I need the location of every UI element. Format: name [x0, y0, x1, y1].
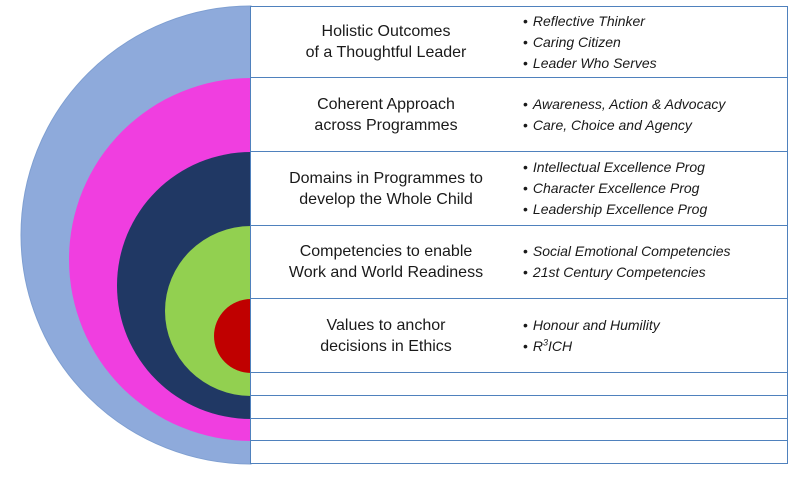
bullet-icon: •	[523, 243, 528, 259]
title-line: develop the Whole Child	[299, 190, 473, 208]
bullet-text: Reflective Thinker	[532, 12, 645, 29]
bullet-list: •Honour and Humility •R3ICH	[523, 299, 783, 372]
empty-row	[250, 419, 788, 441]
title-line: Domains in Programmes to	[289, 169, 483, 187]
row-coherent-approach: Coherent Approach across Programmes •Awa…	[250, 78, 788, 152]
row-holistic-outcomes: Holistic Outcomes of a Thoughtful Leader…	[250, 6, 788, 78]
bullet-item: •R3ICH	[523, 336, 783, 357]
bullet-item: •Character Excellence Prog	[523, 178, 783, 199]
bullet-item: •Intellectual Excellence Prog	[523, 157, 783, 178]
bullet-icon: •	[523, 159, 528, 175]
row-competencies: Competencies to enable Work and World Re…	[250, 226, 788, 299]
title-line: Holistic Outcomes	[321, 23, 451, 40]
bullet-text: ICH	[548, 337, 573, 354]
bullet-text: R	[532, 337, 544, 354]
bullet-icon: •	[523, 337, 528, 354]
bullet-item: •Caring Citizen	[523, 32, 783, 53]
bullet-icon: •	[523, 201, 528, 217]
superscript: 3	[543, 336, 549, 347]
bullet-item: •Leader Who Serves	[523, 53, 783, 74]
bullet-text: Leadership Excellence Prog	[532, 201, 708, 217]
bullet-item: •Honour and Humility	[523, 315, 783, 336]
bullet-icon: •	[523, 316, 528, 333]
bullet-list: •Intellectual Excellence Prog •Character…	[523, 152, 783, 225]
title-line: Coherent Approach	[317, 95, 455, 113]
bullet-text: Social Emotional Competencies	[532, 243, 731, 259]
bullet-item: •Care, Choice and Agency	[523, 115, 783, 136]
bullet-text: Honour and Humility	[532, 316, 660, 333]
bullet-text: Leader Who Serves	[532, 54, 657, 71]
title-line: Work and World Readiness	[288, 264, 484, 281]
bullet-text: Intellectual Excellence Prog	[532, 159, 705, 175]
empty-row	[250, 441, 788, 464]
bullet-item: •Reflective Thinker	[523, 11, 783, 32]
empty-row	[250, 396, 788, 419]
bullet-icon: •	[523, 116, 528, 133]
title-line: Competencies to enable	[299, 243, 473, 260]
layer-title: Coherent Approach across Programmes	[261, 78, 511, 151]
bullet-icon: •	[523, 180, 528, 196]
bullet-icon: •	[523, 95, 528, 112]
bullet-item: •Awareness, Action & Advocacy	[523, 94, 783, 115]
bullet-icon: •	[523, 264, 528, 280]
bullet-text: Caring Citizen	[532, 33, 621, 50]
layer-title: Values to anchor decisions in Ethics	[261, 299, 511, 372]
row-values: Values to anchor decisions in Ethics •Ho…	[250, 299, 788, 373]
bullet-icon: •	[523, 54, 528, 71]
layer-title: Holistic Outcomes of a Thoughtful Leader	[261, 7, 511, 77]
row-domains-in-programmes: Domains in Programmes to develop the Who…	[250, 152, 788, 226]
bullet-item: •Social Emotional Competencies	[523, 241, 783, 262]
bullet-list: •Reflective Thinker •Caring Citizen •Lea…	[523, 7, 783, 77]
bullet-text: 21st Century Competencies	[532, 264, 706, 280]
bullet-text: Care, Choice and Agency	[532, 116, 692, 133]
title-line: decisions in Ethics	[320, 337, 452, 355]
bullet-text: Awareness, Action & Advocacy	[532, 95, 726, 112]
bullet-icon: •	[523, 12, 528, 29]
bullet-list: •Awareness, Action & Advocacy •Care, Cho…	[523, 78, 783, 151]
bullet-text: Character Excellence Prog	[532, 180, 700, 196]
core-values	[214, 299, 251, 373]
title-line: across Programmes	[314, 116, 458, 134]
bullet-item: •Leadership Excellence Prog	[523, 199, 783, 220]
layer-title: Domains in Programmes to develop the Who…	[261, 152, 511, 225]
title-line: Values to anchor	[326, 316, 446, 334]
bullet-item: •21st Century Competencies	[523, 262, 783, 283]
empty-row	[250, 373, 788, 396]
layer-title: Competencies to enable Work and World Re…	[261, 226, 511, 298]
bullet-list: •Social Emotional Competencies •21st Cen…	[523, 226, 783, 298]
bullet-icon: •	[523, 33, 528, 50]
title-line: of a Thoughtful Leader	[305, 44, 467, 61]
